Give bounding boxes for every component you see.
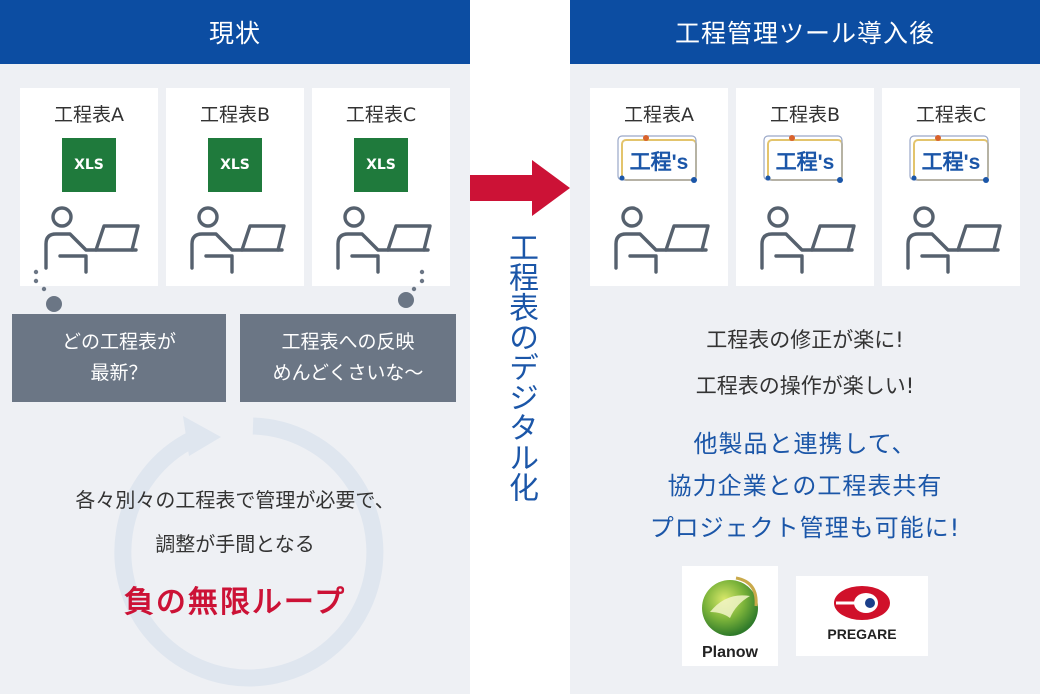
schedule-card-b: 工程表B 工程's	[736, 88, 874, 286]
xls-file-icon: XLS	[208, 138, 262, 192]
card-title: 工程表A	[54, 104, 124, 126]
person-at-desk-icon	[906, 206, 1002, 274]
speech-bubble-reflection: 工程表への反映 めんどくさいな〜	[240, 314, 456, 402]
planow-logo-icon	[702, 576, 758, 636]
integration-highlight-line3: プロジェクト管理も可能に!	[649, 514, 961, 542]
negative-loop-label: 負の無限ループ	[123, 585, 347, 620]
card-title: 工程表A	[624, 104, 694, 126]
bubble-line: 最新？	[90, 362, 148, 384]
speech-connector-right	[398, 269, 425, 308]
koteis-logo-text: 工程's	[630, 151, 689, 174]
benefit-fun-to-use: 工程表の操作が楽しい!	[695, 374, 915, 398]
person-at-desk-icon	[614, 206, 710, 274]
koteis-logo-icon: 工程's	[763, 135, 843, 183]
right-arrow-icon	[470, 160, 570, 216]
schedule-card-c: 工程表C XLS	[312, 88, 450, 286]
xls-file-icon: XLS	[354, 138, 408, 192]
person-at-desk-icon	[44, 206, 140, 274]
benefit-edit-easy: 工程表の修正が楽に!	[706, 328, 904, 352]
after-adoption-panel: 工程管理ツール導入後 工程表A 工程's 工程表B	[570, 0, 1040, 694]
schedule-card-b: 工程表B XLS	[166, 88, 304, 286]
xls-file-icon: XLS	[62, 138, 116, 192]
koteis-logo-icon: 工程's	[617, 135, 697, 183]
person-at-desk-icon	[336, 206, 432, 274]
current-state-header: 現状	[0, 0, 470, 64]
koteis-logo-icon: 工程's	[909, 135, 989, 183]
speech-connector-left	[33, 269, 62, 312]
pregare-logo: PREGARE	[796, 576, 928, 656]
card-title: 工程表C	[345, 104, 417, 126]
bubble-line: どの工程表が	[61, 331, 176, 353]
loop-description-line1: 各々別々の工程表で管理が必要で、	[75, 488, 395, 512]
after-adoption-header: 工程管理ツール導入後	[570, 0, 1040, 64]
schedule-card-c: 工程表C 工程's	[882, 88, 1020, 286]
cycle-arrow-icon	[114, 416, 384, 687]
digitalization-label: 工程表のデジタル化	[503, 232, 538, 502]
schedule-card-a: 工程表A 工程's	[590, 88, 728, 286]
loop-description-line2: 調整が手間となる	[155, 532, 315, 556]
bubble-line: 工程表への反映	[281, 331, 415, 353]
card-title: 工程表B	[199, 104, 271, 126]
planow-label: Planow	[701, 644, 758, 661]
integration-highlight-line2: 協力企業との工程表共有	[667, 472, 943, 500]
bubble-line: めんどくさいな〜	[272, 362, 424, 384]
koteis-logo-text: 工程's	[922, 151, 981, 174]
card-title: 工程表B	[769, 104, 841, 126]
current-state-panel: 現状 工程表A XLS 工程表B XLS 工程表C XLS	[0, 0, 470, 694]
koteis-logo-text: 工程's	[776, 151, 835, 174]
pregare-logo-icon	[834, 586, 890, 620]
integration-highlight-line1: 他製品と連携して、	[693, 430, 917, 458]
card-title: 工程表C	[915, 104, 987, 126]
planow-logo: Planow	[682, 566, 778, 666]
speech-bubble-latest: どの工程表が 最新？	[12, 314, 226, 402]
schedule-card-a: 工程表A XLS	[20, 88, 158, 286]
person-at-desk-icon	[760, 206, 856, 274]
person-at-desk-icon	[190, 206, 286, 274]
pregare-label: PREGARE	[827, 626, 897, 642]
